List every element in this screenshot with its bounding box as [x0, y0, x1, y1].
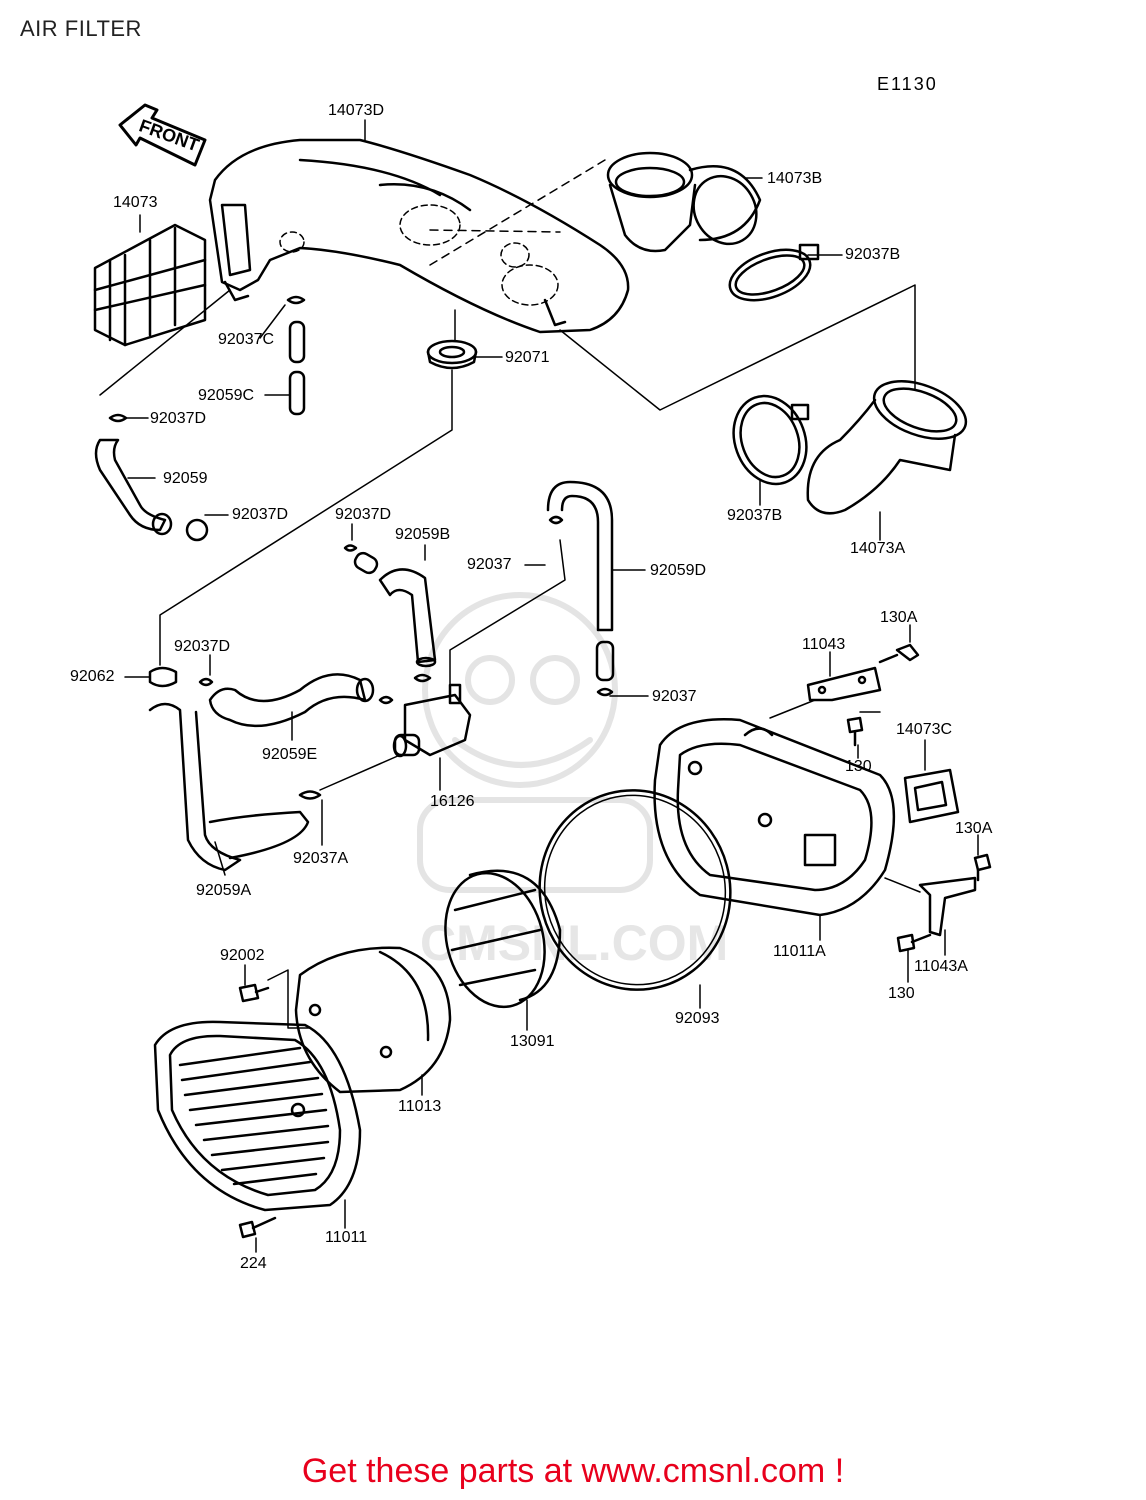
label-leaders: [124, 119, 979, 1253]
hose-92059A: [148, 666, 310, 872]
label-92037-b: 92037: [652, 688, 697, 705]
label-92059E: 92059E: [262, 746, 318, 763]
exploded-parts-diagram: CMSNL.COM FRONT: [93, 103, 992, 1253]
label-130A-top: 130A: [880, 609, 918, 626]
seal-92093-inner: [543, 794, 727, 986]
bracket-11043: [806, 666, 882, 702]
clip-92037A: [298, 790, 322, 800]
label-92062: 92062: [70, 668, 115, 685]
label-130-a: 130: [845, 758, 872, 775]
label-92059: 92059: [163, 470, 208, 487]
footer-link[interactable]: Get these parts at www.cmsnl.com !: [301, 1452, 845, 1490]
bolt-130A-bottom: [973, 853, 992, 882]
leader-line: [559, 284, 916, 411]
leader-line: [99, 289, 231, 396]
label-13091: 13091: [510, 1033, 555, 1050]
label-92059C: 92059C: [198, 387, 255, 404]
bracket-11043A: [918, 876, 977, 937]
label-11013: 11013: [398, 1098, 442, 1115]
screw-224: [238, 1216, 277, 1239]
filter-11013: [294, 946, 452, 1094]
label-11043: 11043: [802, 636, 846, 653]
label-11011: 11011: [325, 1229, 368, 1246]
label-16126: 16126: [430, 793, 475, 810]
label-14073A: 14073A: [850, 540, 906, 557]
valve-16126: [392, 683, 472, 758]
intake-14073: [93, 223, 207, 347]
hose-92059E: [198, 673, 394, 728]
hose-92059B: [343, 544, 437, 683]
filter-element-13091: [444, 869, 562, 1009]
label-14073C: 14073C: [896, 721, 953, 738]
screw-92002: [238, 983, 270, 1003]
leader-line: [884, 877, 921, 893]
leader-line: [267, 969, 311, 1029]
label-92037D-d: 92037D: [174, 638, 231, 655]
clamp-92037B-top: [728, 243, 820, 302]
bolt-130A-top: [878, 643, 920, 664]
leader-line: [449, 539, 566, 691]
leader-dash: [429, 229, 561, 233]
label-224: 224: [240, 1255, 267, 1272]
leader-line: [769, 699, 881, 719]
leader-line: [159, 309, 456, 666]
hose-92059C: [288, 320, 306, 416]
cover-11011: [153, 1020, 362, 1212]
label-92037-a: 92037: [467, 556, 512, 573]
boot-14073B: [606, 151, 762, 253]
seal-92093: [538, 789, 732, 991]
leader-dash: [429, 159, 606, 266]
watermark-text: CMSNL.COM: [420, 915, 728, 971]
boot-14073A: [806, 380, 968, 515]
front-label: FRONT: [137, 115, 202, 155]
label-14073: 14073: [113, 194, 158, 211]
label-92037C: 92037C: [218, 331, 275, 348]
label-92059B: 92059B: [395, 526, 451, 543]
label-92059A: 92059A: [196, 882, 252, 899]
bolt-130-b: [896, 933, 932, 953]
front-arrow: FRONT: [118, 103, 207, 167]
air-duct-14073D: [208, 138, 630, 334]
grommet-92071: [426, 339, 478, 370]
bolt-130-a: [846, 716, 864, 747]
label-92037D-c: 92037D: [335, 506, 392, 523]
diagram-code: E1130: [877, 74, 938, 94]
label-92071: 92071: [505, 349, 550, 366]
label-92037D-a: 92037D: [150, 410, 207, 427]
clip-92037C: [286, 295, 306, 305]
page-title: AIR FILTER: [20, 16, 142, 41]
label-14073D: 14073D: [328, 102, 385, 119]
label-14073B: 14073B: [767, 170, 823, 187]
label-92037A: 92037A: [293, 850, 349, 867]
label-92037B-top: 92037B: [845, 246, 901, 263]
leader-line: [319, 754, 401, 791]
label-92093: 92093: [675, 1010, 720, 1027]
label-130A-bottom: 130A: [955, 820, 993, 837]
label-92037D-b: 92037D: [232, 506, 289, 523]
label-92059D: 92059D: [650, 562, 707, 579]
label-92037B-bottom: 92037B: [727, 507, 783, 524]
label-130-b: 130: [888, 985, 915, 1002]
label-11011A: 11011A: [773, 943, 826, 960]
watermark-logo: [417, 592, 653, 893]
label-92002: 92002: [220, 947, 265, 964]
clamp-92037B-bottom: [732, 394, 810, 486]
housing-11011A: [653, 718, 896, 917]
hose-92059D: [546, 480, 615, 697]
grommet-14073C: [903, 768, 960, 824]
label-11043A: 11043A: [914, 958, 968, 975]
